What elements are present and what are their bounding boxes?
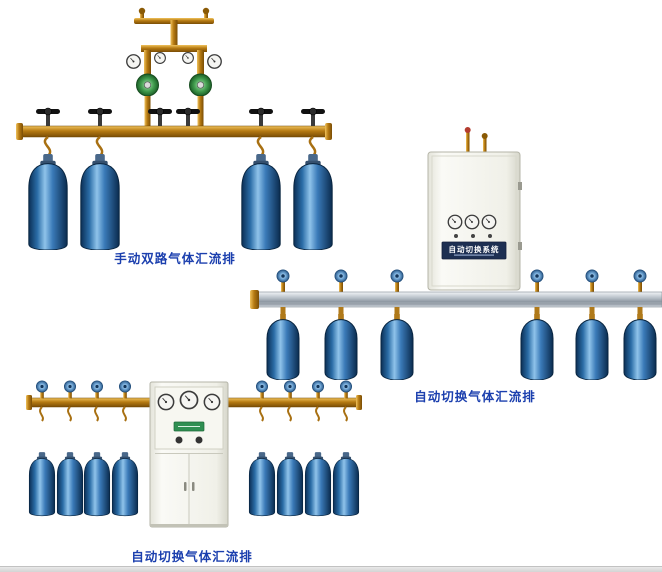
gas-cylinder xyxy=(266,314,300,380)
pigtail-hoses xyxy=(39,406,348,422)
gas-cylinder xyxy=(80,154,120,250)
cabinet-gauge xyxy=(157,393,175,411)
cylinder-valve-knobs xyxy=(35,380,353,399)
gas-cylinder xyxy=(304,451,332,517)
valve-knob xyxy=(90,380,104,393)
valve-knob xyxy=(35,380,49,393)
gas-cylinder xyxy=(28,154,68,250)
gas-cylinder xyxy=(56,451,84,517)
cabinet-switch xyxy=(175,436,183,444)
pressure-regulator xyxy=(189,73,212,97)
valve-knob xyxy=(530,269,544,283)
caption-manual-dual-manifold: 手动双路气体汇流排 xyxy=(114,252,236,266)
gas-cylinder xyxy=(380,314,414,380)
gas-cylinder xyxy=(276,451,304,517)
cabinet-gauge xyxy=(447,214,463,230)
gas-cylinder xyxy=(575,314,609,380)
valve-knob xyxy=(390,269,404,283)
gas-cylinder xyxy=(332,451,360,517)
valve-knob xyxy=(255,380,269,393)
top-header-pipes xyxy=(134,7,214,74)
cylinder-valve-knobs xyxy=(276,269,647,292)
gas-cylinder xyxy=(248,451,276,517)
cabinet-switch xyxy=(195,436,203,444)
pressure-gauge xyxy=(154,52,166,64)
control-cabinet: 自动切换系统 xyxy=(427,127,522,291)
caption-auto-switch-manifold: 自动切换气体汇流排 xyxy=(414,390,536,404)
manual-dual-manifold-illustration xyxy=(16,7,333,250)
hand-valve xyxy=(87,107,113,126)
valve-knob xyxy=(63,380,77,393)
valve-knob xyxy=(585,269,599,283)
hand-valve xyxy=(175,107,201,126)
cylinder-connectors xyxy=(280,307,643,315)
hand-valve xyxy=(35,107,61,126)
control-cabinet xyxy=(149,381,229,528)
valve-knob xyxy=(334,269,348,283)
gas-cylinder xyxy=(623,314,657,380)
gas-cylinder xyxy=(28,451,56,517)
cabinet-door-handle xyxy=(184,482,187,491)
valve-knob xyxy=(118,380,132,393)
cabinet-label-text: 自动切换系统 xyxy=(449,244,500,254)
auto-switch-cabinet-manifold-illustration xyxy=(26,380,362,528)
valve-knob xyxy=(633,269,647,283)
caption-auto-switch-cabinet-manifold: 自动切换气体汇流排 xyxy=(131,550,253,564)
auto-switch-manifold-photo: 自动切换系统 xyxy=(249,122,662,389)
cabinet-gauge xyxy=(203,393,221,411)
valve-knob xyxy=(339,380,353,393)
manifold-rail xyxy=(249,290,662,309)
hand-valve xyxy=(147,107,173,126)
pressure-regulator xyxy=(136,73,159,97)
cabinet-gauge xyxy=(481,214,497,230)
valve-knob xyxy=(311,380,325,393)
gas-cylinder xyxy=(83,451,111,517)
pressure-gauge xyxy=(207,54,222,69)
gas-cylinder xyxy=(324,314,358,380)
auto-switch-cabinet-manifold-photo xyxy=(16,378,366,555)
cabinet-gauge xyxy=(464,214,480,230)
cabinet-door-handle xyxy=(192,482,195,491)
valve-knob xyxy=(283,380,297,393)
pressure-gauges xyxy=(126,52,222,69)
valve-knob xyxy=(276,269,290,283)
auto-switch-manifold-illustration: 自动切换系统 xyxy=(249,127,662,380)
pressure-gauge xyxy=(126,54,141,69)
cabinet-gauge xyxy=(179,390,199,410)
manual-dual-manifold-photo xyxy=(8,6,342,257)
gas-cylinder xyxy=(111,451,139,517)
page-bottom-divider xyxy=(0,566,662,572)
manifold-main-pipe xyxy=(16,123,332,140)
pressure-gauge xyxy=(182,52,194,64)
gas-cylinder xyxy=(520,314,554,380)
gas-cylinders xyxy=(266,314,657,380)
pressure-regulators xyxy=(136,73,212,127)
